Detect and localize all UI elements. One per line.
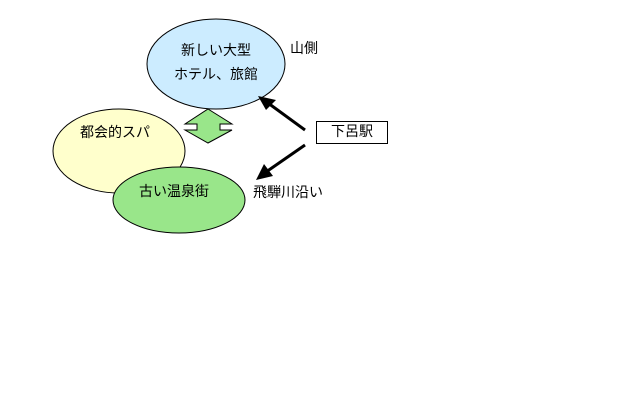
station-box: 下呂駅	[316, 121, 388, 144]
new-hotels-line2: ホテル、旅館	[174, 67, 258, 83]
new-hotels-ellipse	[146, 18, 286, 110]
double-arrow	[183, 108, 234, 144]
old-onsen-ellipse	[112, 166, 246, 234]
station-label: 下呂駅	[331, 124, 373, 140]
river-side-label: 飛騨川沿い	[253, 185, 323, 201]
arrow-to-old-onsen-line	[265, 143, 306, 174]
urban-spa-label: 都会的スパ	[80, 125, 150, 141]
mountain-side-label: 山側	[290, 41, 318, 57]
new-hotels-line1: 新しい大型	[181, 43, 251, 59]
new-hotels-label: 新しい大型 ホテル、旅館	[150, 42, 282, 84]
arrow-to-new-hotels-head	[258, 96, 276, 110]
arrow-to-new-hotels-line	[267, 101, 306, 132]
arrow-to-old-onsen-head	[256, 164, 273, 180]
old-onsen-label: 古い温泉街	[139, 184, 209, 200]
